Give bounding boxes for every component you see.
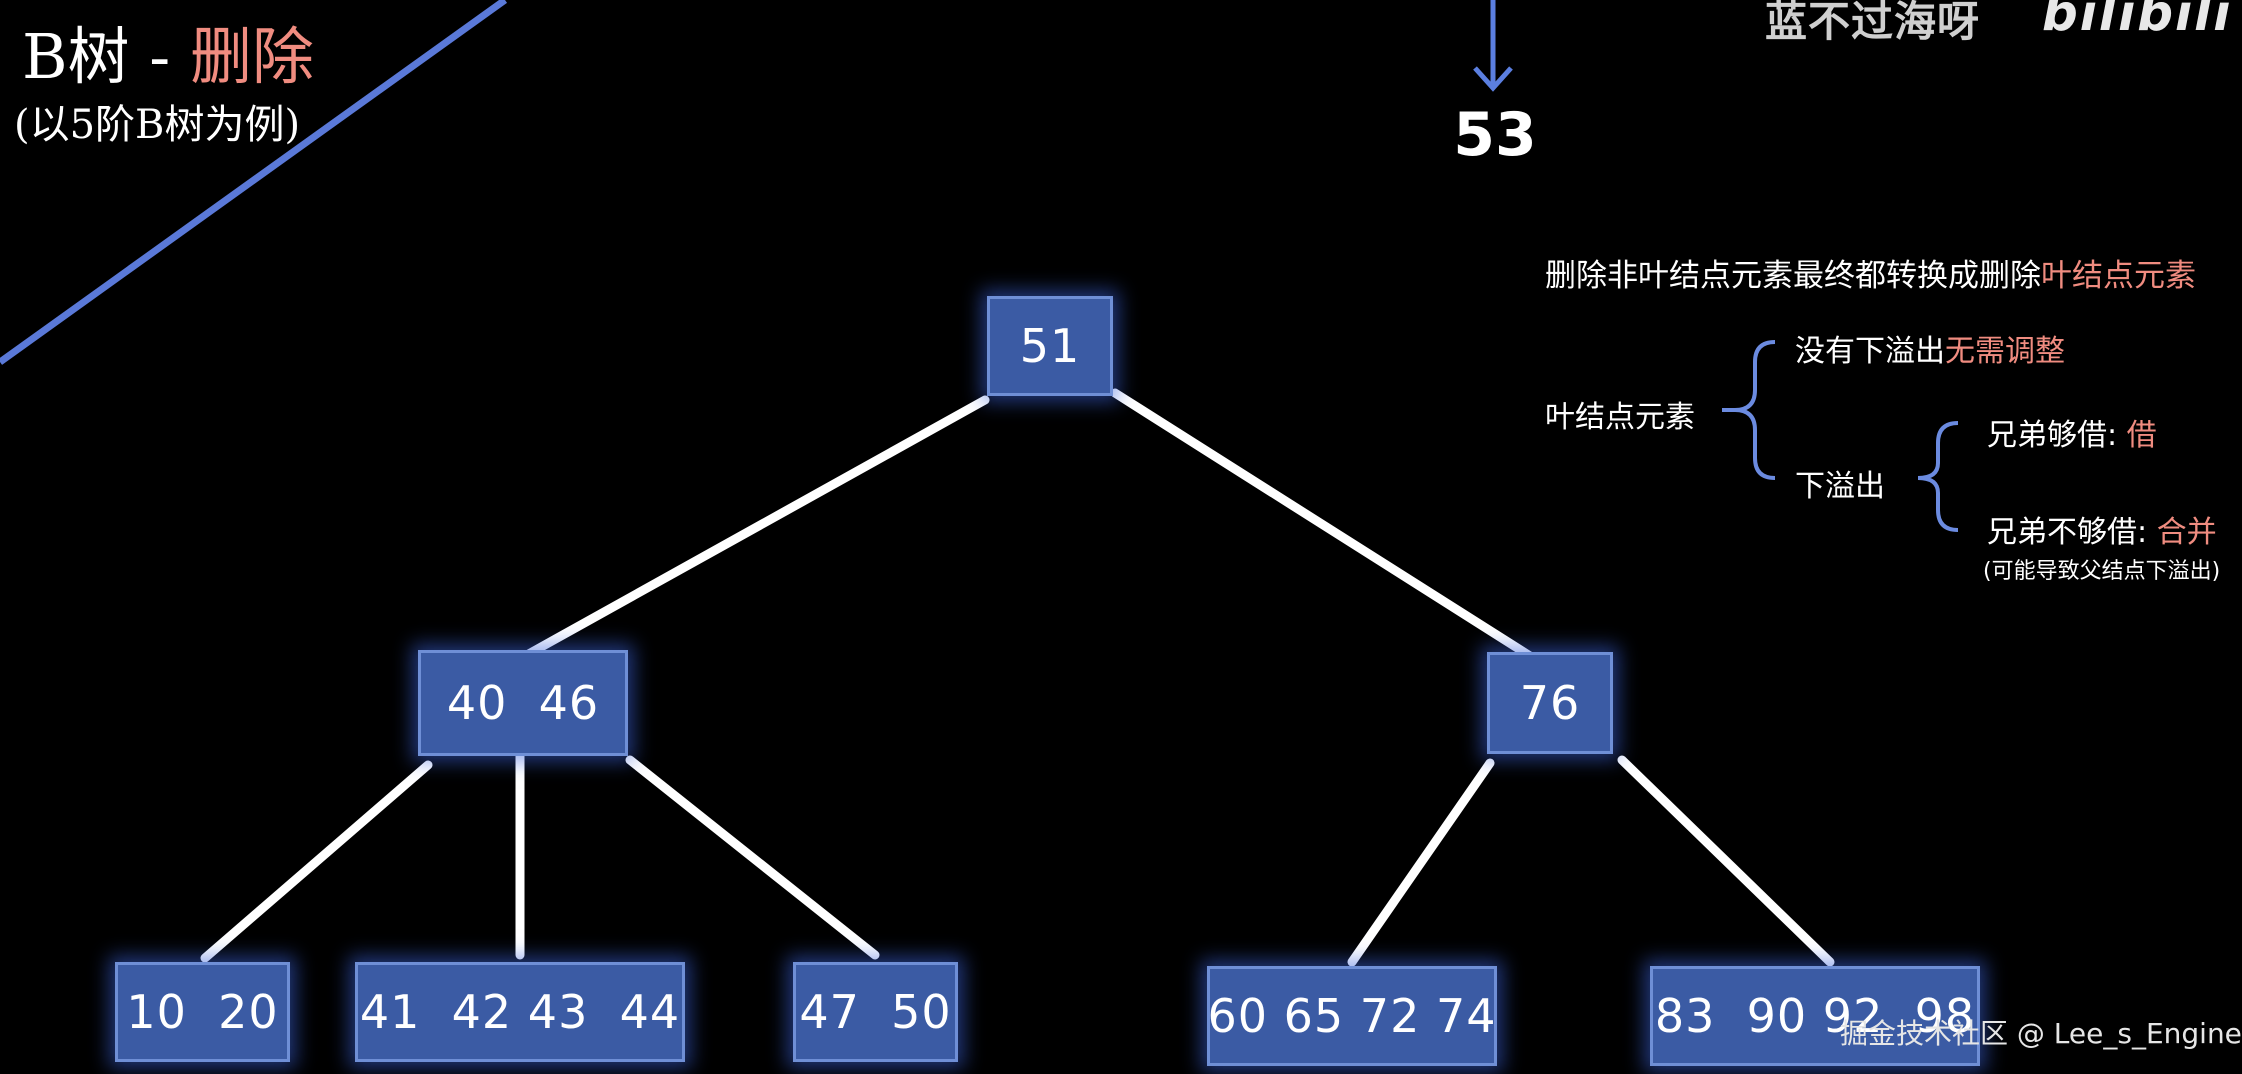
edge-left-leaf3 xyxy=(625,755,880,960)
bilibili-logo: bilibili xyxy=(2042,0,2233,42)
sibling-not-enough-note: 兄弟不够借: 合并 xyxy=(1987,515,2217,550)
tree-leaf-4: 60 65 72 74 xyxy=(1207,966,1497,1066)
leaf-elements-label: 叶结点元素 xyxy=(1545,400,1695,435)
edge-right-leaf5 xyxy=(1617,755,1835,967)
tree-leaf-3: 47 50 xyxy=(793,962,958,1062)
no-underflow-note: 没有下溢出无需调整 xyxy=(1795,334,2065,369)
edge-root-right xyxy=(1110,388,1535,661)
merge-side-effect-note: (可能导致父结点下溢出) xyxy=(1983,559,2221,584)
target-key-label: 53 xyxy=(1453,100,1537,170)
page-title: B树 - 删除 xyxy=(22,20,314,93)
page-subtitle: (以5阶B树为例) xyxy=(14,102,301,148)
edge-left-leaf1 xyxy=(200,760,433,963)
brace-leaf-elements xyxy=(1734,340,1776,480)
brace-underflow xyxy=(1917,421,1959,532)
tree-node-level1-left: 40 46 xyxy=(418,650,628,756)
tree-leaf-2: 41 42 43 44 xyxy=(355,962,685,1062)
summary-note: 删除非叶结点元素最终都转换成删除叶结点元素 xyxy=(1545,258,2196,294)
juejin-watermark: 掘金技术社区 @ Lee_s_Engineer xyxy=(1840,1017,2242,1050)
corner-diagonal-line xyxy=(0,0,508,365)
sibling-enough-note: 兄弟够借: 借 xyxy=(1987,418,2157,453)
edge-right-leaf4 xyxy=(1347,758,1495,967)
underflow-label: 下溢出 xyxy=(1795,469,1885,504)
insert-arrow xyxy=(1473,0,1513,92)
tree-leaf-5: 83 90 92 98 xyxy=(1650,966,1980,1066)
edge-root-left xyxy=(520,395,990,661)
tree-node-level1-right: 76 xyxy=(1487,652,1613,754)
tree-leaf-1: 10 20 xyxy=(115,962,290,1062)
uploader-watermark: 蓝不过海呀 xyxy=(1765,0,1981,46)
tree-node-root: 51 xyxy=(987,296,1113,396)
